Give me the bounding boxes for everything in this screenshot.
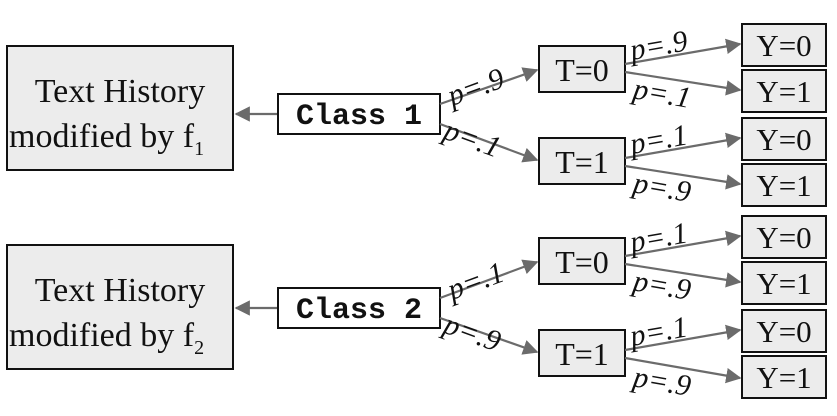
arrow-t10-to-y1 [624, 70, 742, 96]
arrow-t21-to-y1 [624, 356, 742, 384]
prob-label-t21-y0: p=.1 [626, 310, 691, 353]
y-label-1-0-1: Y=1 [756, 74, 811, 109]
class-box-1 [277, 93, 441, 135]
y-label-2-1-1: Y=1 [756, 360, 811, 395]
y-box-1-0-0 [741, 23, 827, 67]
y-box-2-0-1 [741, 261, 827, 305]
arrow-t11-to-y0 [624, 132, 742, 160]
t-label-2-1: T=1 [555, 336, 609, 372]
y-box-1-1-1 [741, 163, 827, 207]
t-box-2-1 [538, 329, 626, 377]
class-label-2: Class 2 [296, 294, 422, 328]
text-history-line1-1: Text History [35, 73, 205, 110]
t-label-1-1: T=1 [555, 144, 609, 180]
prob-label-t10-y1: p=.1 [629, 72, 694, 115]
arrow-t21-to-y0 [624, 324, 742, 352]
text-history-line2-1: modified by f1 [9, 118, 204, 160]
y-box-1-0-1 [741, 69, 827, 113]
prob-label-t11-y0: p=.1 [626, 118, 691, 161]
y-label-2-0-0: Y=0 [756, 220, 811, 255]
arrow-class1-to-t1 [439, 122, 539, 163]
class-box-2 [277, 287, 441, 329]
t-box-2-0 [538, 237, 626, 285]
y-box-2-1-0 [741, 309, 827, 353]
text-history-box-1 [6, 45, 234, 171]
class-label-1: Class 1 [296, 100, 422, 134]
text-history-box-2 [6, 244, 234, 370]
arrow-class2-to-t1 [439, 316, 539, 355]
y-label-1-1-0: Y=0 [756, 122, 811, 157]
prob-label-t21-y1: p=.9 [629, 360, 694, 403]
arrow-class2-to-t0 [439, 259, 539, 300]
group-1: Text History modified by f1 Class 1 p=.9… [6, 23, 827, 209]
y-box-1-1-0 [741, 117, 827, 161]
y-label-1-1-1: Y=1 [756, 168, 811, 203]
y-label-2-1-0: Y=0 [756, 314, 811, 349]
prob-label-t20-y0: p=.1 [626, 216, 691, 259]
prob-label-class2-t1: p=.9 [438, 307, 505, 358]
arrow-class1-to-t0 [439, 67, 539, 106]
t-label-2-0: T=0 [555, 244, 609, 280]
t-label-1-0: T=0 [555, 52, 609, 88]
y-label-1-0-0: Y=0 [756, 28, 811, 63]
arrow-t10-to-y0 [624, 38, 742, 66]
prob-label-class1-t0: p=.9 [441, 62, 508, 113]
arrow-t20-to-y1 [624, 262, 742, 288]
prob-label-t11-y1: p=.9 [629, 166, 694, 209]
prob-label-class1-t1: p=.1 [438, 113, 505, 164]
prob-label-t20-y1: p=.9 [629, 264, 694, 307]
y-label-2-0-1: Y=1 [756, 266, 811, 301]
y-box-2-1-1 [741, 355, 827, 399]
y-box-2-0-0 [741, 215, 827, 259]
prob-label-t10-y0: p=.9 [626, 24, 691, 67]
text-history-line1-2: Text History [35, 272, 205, 309]
text-history-line2-2: modified by f2 [9, 317, 204, 359]
group-2: Text History modified by f2 Class 2 p=.1… [6, 215, 827, 403]
arrow-t20-to-y0 [624, 230, 742, 258]
t-box-1-1 [538, 137, 626, 185]
prob-label-class2-t0: p=.1 [441, 256, 508, 307]
t-box-1-0 [538, 45, 626, 93]
arrow-t11-to-y1 [624, 164, 742, 190]
